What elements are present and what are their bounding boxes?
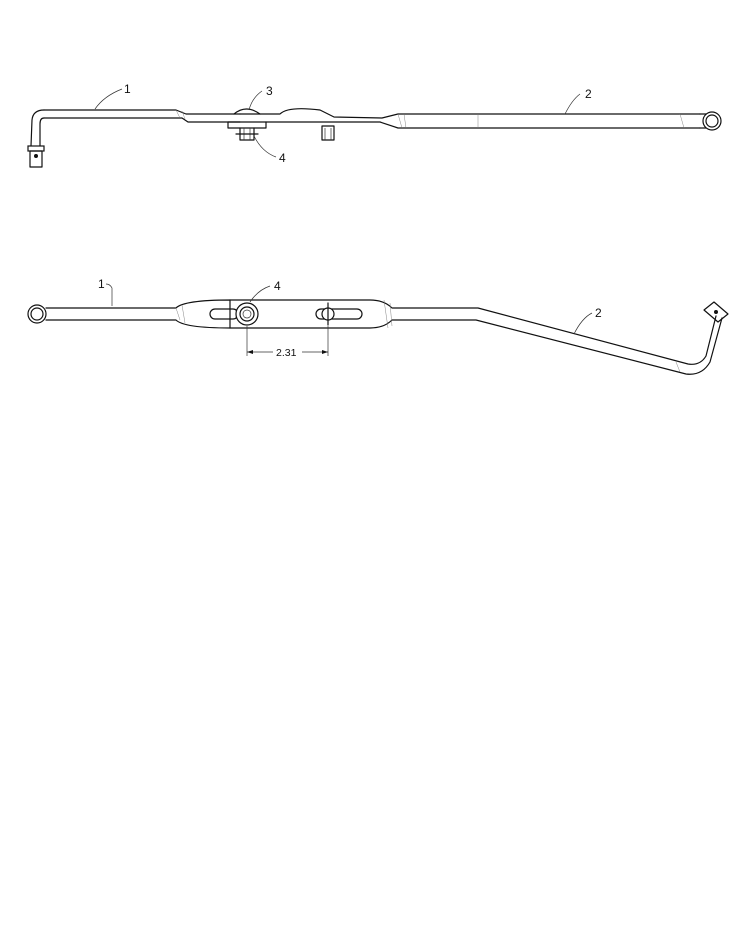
callout-label: 1 xyxy=(98,277,105,291)
top-view: 1 3 4 2 xyxy=(27,82,722,168)
clamp-bolt-part-3-top xyxy=(227,108,267,141)
callout-4-top: 4 xyxy=(253,135,286,165)
callout-label: 2 xyxy=(595,306,602,320)
callout-label: 1 xyxy=(124,82,131,96)
callout-label: 4 xyxy=(274,279,281,293)
callout-label: 4 xyxy=(279,151,286,165)
rod-part-1-side xyxy=(27,299,239,329)
side-view: 2.31 1 4 2 xyxy=(27,277,729,375)
callout-4-side: 4 xyxy=(249,279,281,303)
rod-part-1-top xyxy=(27,109,241,168)
dimension-value: 2.31 xyxy=(276,347,297,359)
rod-part-2-top xyxy=(239,108,722,141)
rod-part-2-side xyxy=(229,299,729,375)
callout-3-top: 3 xyxy=(248,84,273,111)
callout-1-side: 1 xyxy=(98,277,113,306)
callout-label: 2 xyxy=(585,87,592,101)
callout-1-top: 1 xyxy=(94,82,131,110)
nut-part-4-side xyxy=(235,302,259,326)
callout-2-side: 2 xyxy=(573,306,602,335)
callout-2-top: 2 xyxy=(564,87,592,115)
callout-label: 3 xyxy=(266,84,273,98)
dimension-2-31: 2.31 xyxy=(246,326,329,359)
